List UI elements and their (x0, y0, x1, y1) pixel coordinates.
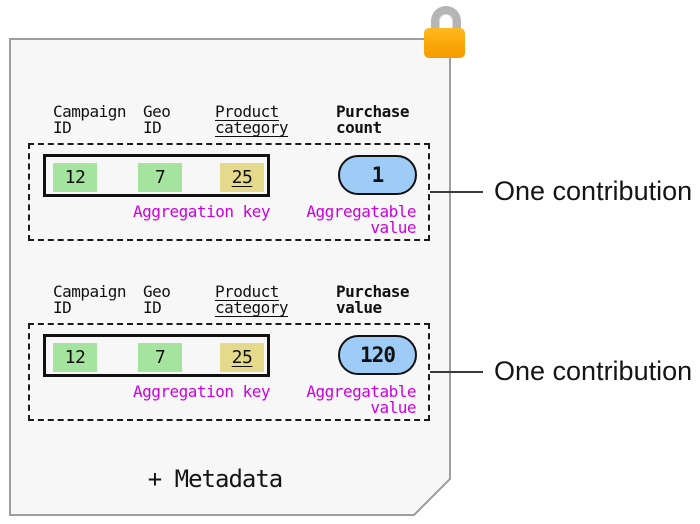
column-header-geo-id: Geo ID (143, 102, 171, 137)
metadata-label: + Metadata (147, 465, 284, 493)
value-label-line: value (370, 218, 416, 237)
column-header-product-category: Product category (215, 282, 289, 317)
header-line: Purchase (336, 102, 410, 121)
header-line: Campaign (53, 102, 127, 121)
header-line: category (215, 298, 289, 317)
lock-body-icon (424, 28, 465, 58)
column-header-product-category: Product category (215, 102, 289, 137)
contribution-record-count: Campaign ID Geo ID Product category Purc… (28, 102, 693, 241)
column-header-purchase-count: Purchase count (336, 102, 410, 137)
aggregatable-value-label: Aggregatable value (300, 384, 416, 416)
header-line: count (336, 118, 382, 137)
header-line: ID (53, 118, 72, 137)
column-header-purchase-value: Purchase value (336, 282, 410, 317)
aggregatable-value-label: Aggregatable value (300, 204, 416, 236)
value-label-line: value (370, 398, 416, 417)
header-line: Geo (143, 102, 171, 121)
header-line: ID (143, 118, 162, 137)
aggregation-key-box (43, 334, 270, 377)
header-line: Product (215, 282, 279, 301)
header-line: ID (53, 298, 72, 317)
aggregatable-value-pill: 1 (338, 155, 417, 195)
aggregation-key-label: Aggregation key (133, 202, 271, 221)
header-line: Geo (143, 282, 171, 301)
contribution-record-value: Campaign ID Geo ID Product category Purc… (0, 180, 700, 480)
one-contribution-label: One contribution (494, 356, 693, 386)
geo-id-cell: 7 (138, 343, 182, 372)
product-category-cell: 25 (220, 343, 264, 372)
header-line: category (215, 118, 289, 137)
header-line: Campaign (53, 282, 127, 301)
column-header-campaign-id: Campaign ID (53, 102, 127, 137)
campaign-id-cell: 12 (53, 343, 97, 372)
aggregation-key-label: Aggregation key (133, 382, 271, 401)
aggregation-key-box (43, 154, 270, 197)
column-header-campaign-id: Campaign ID (53, 282, 127, 317)
header-line: ID (143, 298, 162, 317)
lock-shackle-icon (431, 6, 461, 36)
header-line: Purchase (336, 282, 410, 301)
product-category-cell: 25 (220, 163, 264, 192)
header-line: Product (215, 102, 279, 121)
header-line: value (336, 298, 382, 317)
annotation-connector-line (430, 371, 483, 373)
aggregatable-value-pill: 120 (338, 335, 417, 375)
contribution-boundary (28, 323, 430, 421)
geo-id-cell: 7 (138, 163, 182, 192)
column-header-geo-id: Geo ID (143, 282, 171, 317)
annotation-connector-line (430, 191, 483, 193)
contribution-boundary (28, 143, 430, 241)
one-contribution-label: One contribution (494, 176, 693, 206)
value-label-line: Aggregatable (306, 382, 416, 401)
report-page-shape (9, 38, 451, 516)
campaign-id-cell: 12 (53, 163, 97, 192)
value-label-line: Aggregatable (306, 202, 416, 221)
